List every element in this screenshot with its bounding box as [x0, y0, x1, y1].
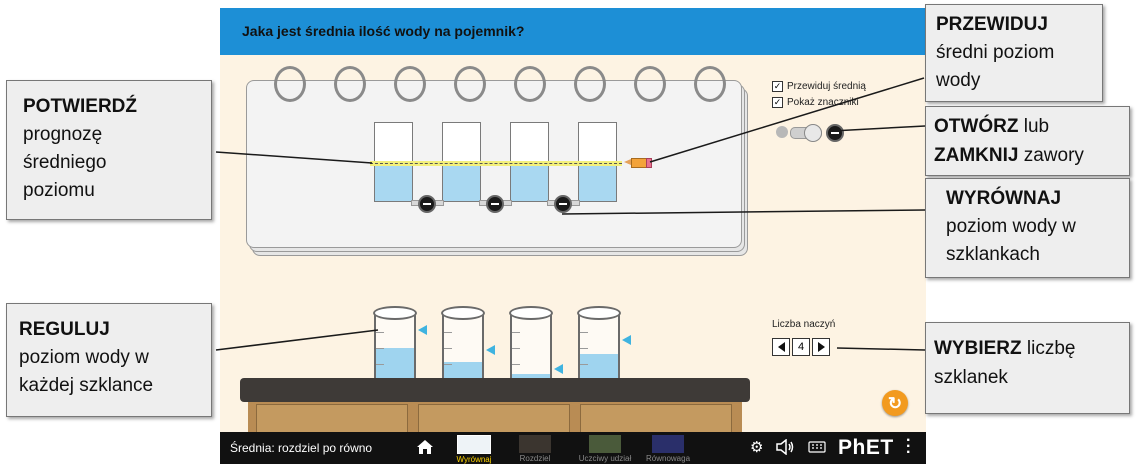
water-level-handle-4[interactable] — [622, 335, 631, 345]
water-level-handle-2[interactable] — [486, 345, 495, 355]
callout-choose-count: WYBIERZ liczbę szklanek — [925, 322, 1130, 414]
decrement-button[interactable] — [772, 338, 790, 356]
gear-icon: ⚙ — [750, 439, 764, 456]
screen-tab-level-out[interactable]: Wyrównaj — [452, 432, 496, 464]
ring-icon — [454, 66, 486, 102]
callout-predict-mean: PRZEWIDUJ średni poziom wody — [925, 4, 1103, 102]
navigation-bar: Średnia: rozdziel po równo Wyrównaj Rozd… — [220, 432, 926, 464]
notepad-cup-water — [375, 161, 412, 201]
glass-rim — [577, 306, 621, 320]
home-icon — [417, 440, 433, 454]
screen-tab-fair-share[interactable]: Uczciwy udział — [576, 432, 634, 464]
screen-tab-distribute[interactable]: Rozdziel — [513, 432, 557, 464]
switch-knob[interactable] — [804, 124, 822, 142]
notepad-rings — [266, 64, 746, 104]
screen-label: Równowaga — [645, 454, 691, 463]
callout-confirm-prediction: POTWIERDŹ prognozę średniego poziomu — [6, 80, 212, 220]
predict-mean-label: Przewiduj średnią — [787, 81, 866, 92]
screen-label: Rozdziel — [519, 454, 551, 463]
speaker-icon — [776, 438, 794, 456]
home-button[interactable] — [416, 438, 434, 456]
callout-title: PRZEWIDUJ — [936, 14, 1048, 35]
sim-title: Jaka jest średnia ilość wody na pojemnik… — [242, 23, 525, 39]
table-top — [240, 378, 750, 402]
arrow-left-icon — [777, 342, 785, 352]
show-ticks-checkbox-row[interactable]: ✓ Pokaż znaczniki — [772, 97, 859, 108]
increment-button[interactable] — [812, 338, 830, 356]
audio-button[interactable] — [776, 438, 796, 456]
notepad-cup-water — [579, 161, 616, 201]
callout-title: WYRÓWNAJ — [946, 188, 1062, 209]
callout-title: REGULUJ — [19, 319, 110, 340]
screen-label: Uczciwy udział — [578, 454, 632, 463]
callout-open-close-valves: OTWÓRZ lub ZAMKNIJ zawory — [925, 106, 1130, 176]
reset-all-button[interactable]: ↻ — [882, 390, 908, 416]
fair-share-screen-icon — [589, 435, 621, 453]
valve-closed-icon — [826, 124, 844, 142]
ring-icon — [394, 66, 426, 102]
arrow-right-icon — [817, 342, 825, 352]
water-level-handle-1[interactable] — [418, 325, 427, 335]
phet-menu-button[interactable]: ··· — [906, 433, 912, 461]
keyboard-help-button[interactable] — [808, 440, 826, 454]
prediction-line-dash — [370, 163, 622, 164]
ring-icon — [694, 66, 726, 102]
phet-logo[interactable]: PhET — [838, 436, 894, 459]
callout-title: POTWIERDŹ — [23, 96, 137, 117]
screen-label: Wyrównaj — [456, 455, 492, 464]
valves-switch[interactable] — [776, 124, 844, 142]
callout-level-out: WYRÓWNAJ poziom wody w szklankach — [925, 178, 1130, 278]
cup-count-value: 4 — [792, 338, 810, 356]
notepad-cup-water — [443, 161, 480, 201]
ring-icon — [574, 66, 606, 102]
distribute-screen-icon — [519, 435, 551, 453]
callout-adjust-level: REGULUJ poziom wody w każdej szklance — [6, 303, 212, 417]
water-level-handle-3[interactable] — [554, 364, 563, 374]
show-ticks-checkbox[interactable]: ✓ — [772, 97, 783, 108]
predict-mean-checkbox[interactable]: ✓ — [772, 81, 783, 92]
show-ticks-label: Pokaż znaczniki — [787, 97, 859, 108]
valve-toggle-3[interactable] — [554, 195, 572, 213]
sim-header: Jaka jest średnia ilość wody na pojemnik… — [220, 8, 926, 55]
pencil-icon[interactable] — [624, 157, 652, 168]
screen-tab-balance[interactable]: Równowaga — [644, 432, 692, 464]
valve-toggle-2[interactable] — [486, 195, 504, 213]
reset-icon: ↻ — [887, 393, 903, 413]
ring-icon — [634, 66, 666, 102]
balance-screen-icon — [652, 435, 684, 453]
cup-count-spinner: 4 — [772, 338, 830, 356]
notepad-cup-water — [511, 161, 548, 201]
cup-count-label: Liczba naczyń — [772, 319, 836, 330]
glass-rim — [509, 306, 553, 320]
predict-mean-checkbox-row[interactable]: ✓ Przewiduj średnią — [772, 81, 866, 92]
glass-rim — [441, 306, 485, 320]
level-out-screen-icon — [457, 435, 491, 454]
valve-open-icon — [776, 126, 788, 138]
valve-toggle-1[interactable] — [418, 195, 436, 213]
simulation-frame: Jaka jest średnia ilość wody na pojemnik… — [220, 8, 926, 464]
settings-button[interactable]: ⚙ — [750, 439, 766, 456]
glass-rim — [373, 306, 417, 320]
ring-icon — [274, 66, 306, 102]
ring-icon — [334, 66, 366, 102]
sim-name: Średnia: rozdziel po równo — [230, 441, 373, 455]
ring-icon — [514, 66, 546, 102]
more-vertical-icon: ··· — [906, 432, 912, 461]
keyboard-icon — [808, 441, 826, 453]
